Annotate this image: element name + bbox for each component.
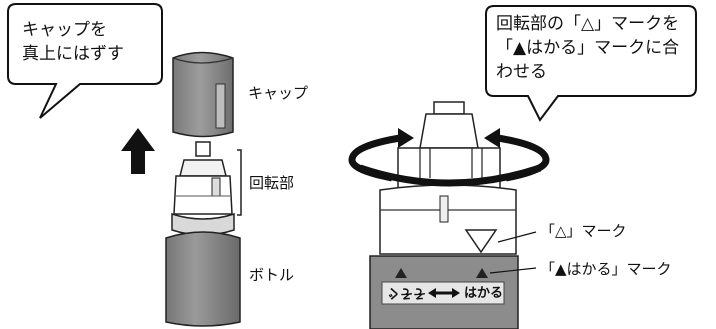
right-callout-text: 回転部の「△」マークを 「▲はかる」マークに合 わせる	[496, 12, 679, 84]
base-pour-text: そそぐ	[386, 285, 426, 300]
triangle-mark	[464, 229, 498, 254]
label-triangle-mark: 「△」マーク	[540, 222, 627, 240]
double-arrow-icon	[428, 288, 460, 298]
left-callout-text: キャップを 真上にはずす	[22, 18, 124, 66]
rotate-arrows-icon	[348, 128, 550, 187]
left-callout-line1: キャップを	[22, 20, 107, 40]
base-measure-text: はかる	[464, 286, 504, 301]
label-cap: キャップ	[248, 84, 309, 102]
label-rotating-part: 回転部	[249, 174, 295, 192]
right-speech-bubble	[485, 5, 697, 122]
right-callout-line2: 「▲はかる」マークに合	[496, 38, 680, 58]
right-callout-line3: わせる	[496, 62, 547, 82]
right-callout-line1: 回転部の「△」マークを	[496, 14, 680, 34]
cap-illustration	[172, 51, 234, 138]
measure-leader-line	[489, 267, 537, 274]
left-callout-line2: 真上にはずす	[22, 44, 124, 64]
up-arrow-icon	[121, 128, 155, 174]
left-speech-bubble	[7, 3, 163, 119]
bottle-illustration	[165, 231, 241, 327]
label-bottle: ボトル	[249, 266, 295, 284]
rotating-part-illustration	[171, 141, 242, 236]
triangle-leader-line	[497, 231, 537, 243]
label-measure-mark: 「▲はかる」マーク	[540, 260, 672, 278]
